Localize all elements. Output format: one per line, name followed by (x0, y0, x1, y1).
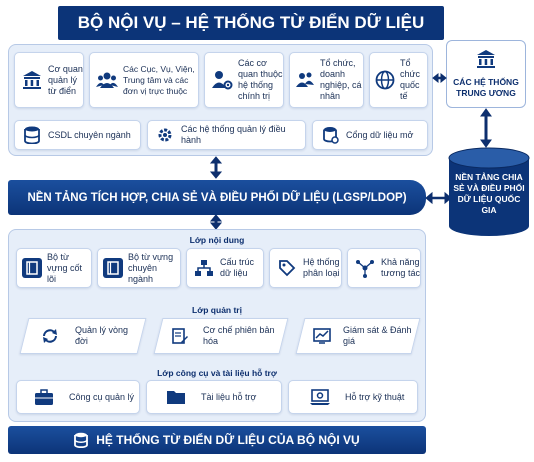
national-platform-label: NỀN TẢNG CHIA SẺ VÀ ĐIỀU PHỐI DỮ LIỆU QU… (453, 172, 525, 215)
database-icon (74, 432, 89, 448)
network-icon (354, 257, 376, 279)
people-icon (96, 69, 118, 91)
tools-item-documents: Tài liệu hỗ trợ (146, 380, 282, 414)
governance-layer-title: Lớp quản trị (192, 305, 242, 315)
content-item-interoperability: Khả năng tương tác (347, 248, 421, 288)
edit-document-icon (169, 325, 191, 347)
book-icon (22, 258, 42, 278)
card-international: Tổ chức quốc tế (369, 52, 428, 108)
card-label: Tài liệu hỗ trợ (201, 391, 257, 402)
tag-icon (276, 257, 298, 279)
gear-icon (154, 124, 176, 146)
card-label: Các hệ thống quản lý điều hành (181, 124, 286, 145)
card-specialized-db: CSDL chuyên ngành (14, 120, 141, 150)
card-label: Cơ quan quản lý từ điển (48, 63, 83, 96)
card-label: CSDL chuyên ngành (48, 129, 131, 140)
card-label: Hệ thống phân loại (303, 257, 340, 278)
card-label: Cơ chế phiên bản hóa (203, 325, 275, 346)
card-label: Cổng dữ liệu mở (346, 129, 414, 140)
briefcase-icon (33, 386, 55, 408)
footer-bar: HỆ THỐNG TỪ ĐIỂN DỮ LIỆU CỦA BỘ NỘI VỤ (8, 426, 426, 454)
user-gear-icon (211, 69, 233, 91)
governance-item-lifecycle: Quản lý vòng đời (19, 318, 147, 354)
card-departments: Các Cục, Vụ, Viện, Trung tâm và các đơn … (89, 52, 199, 108)
card-label: Tổ chức quốc tế (400, 58, 421, 101)
governance-item-versioning: Cơ chế phiên bản hóa (153, 318, 289, 354)
building-icon (21, 69, 43, 91)
card-label: Hỗ trợ kỹ thuật (345, 391, 405, 402)
card-dictionary-agency: Cơ quan quản lý từ điển (14, 52, 84, 108)
book-icon (103, 258, 123, 278)
card-label: Bộ từ vựng cốt lõi (47, 251, 83, 284)
tools-item-technical-support: Hỗ trợ kỹ thuật (288, 380, 418, 414)
laptop-gear-icon (309, 386, 331, 408)
card-label: Quản lý vòng đời (75, 325, 129, 346)
tools-layer-title: Lớp công cụ và tài liệu hỗ trợ (157, 368, 277, 378)
card-label: Bộ từ vựng chuyên ngành (128, 251, 174, 284)
card-open-data-portal: Cổng dữ liệu mở (312, 120, 428, 150)
card-organizations: Tổ chức, doanh nghiệp, cá nhân (289, 52, 364, 108)
content-item-specialized-vocab: Bộ từ vựng chuyên ngành (97, 248, 181, 288)
tools-item-management: Công cụ quản lý (16, 380, 140, 414)
national-platform-cylinder (448, 147, 530, 236)
card-label: Các Cục, Vụ, Viện, Trung tâm và các đơn … (123, 63, 195, 96)
integration-platform-bar: NỀN TẢNG TÍCH HỢP, CHIA SẺ VÀ ĐIỀU PHỐI … (8, 180, 426, 215)
central-systems-label: CÁC HỆ THỐNG TRUNG ƯƠNG (453, 77, 519, 98)
content-item-core-vocab: Bộ từ vựng cốt lõi (16, 248, 92, 288)
card-label: Khả năng tương tác (381, 257, 420, 278)
card-label: Cấu trúc dữ liệu (220, 257, 255, 278)
users-icon (294, 69, 316, 91)
structure-icon (193, 257, 215, 279)
card-label: Công cụ quản lý (69, 391, 135, 402)
content-item-classification: Hệ thống phân loại (269, 248, 342, 288)
governance-item-monitoring: Giám sát & Đánh giá (295, 318, 421, 354)
database-icon (21, 124, 43, 146)
page-title: BỘ NỘI VỤ – HỆ THỐNG TỪ ĐIỂN DỮ LIỆU (58, 6, 444, 40)
platform-bar-label: NỀN TẢNG TÍCH HỢP, CHIA SẺ VÀ ĐIỀU PHỐI … (27, 191, 407, 204)
open-data-icon (319, 124, 341, 146)
content-item-data-structure: Cấu trúc dữ liệu (186, 248, 264, 288)
folder-icon (165, 386, 187, 408)
building-icon (475, 49, 497, 74)
footer-label: HỆ THỐNG TỪ ĐIỂN DỮ LIỆU CỦA BỘ NỘI VỤ (96, 433, 360, 447)
card-label: Tổ chức, doanh nghiệp, cá nhân (320, 58, 362, 101)
card-label: Các cơ quan thuộc hệ thống chính trị (238, 58, 283, 101)
content-layer-title: Lớp nội dung (189, 235, 245, 245)
cycle-icon (39, 325, 61, 347)
card-management-systems: Các hệ thống quản lý điều hành (147, 120, 306, 150)
globe-icon (374, 69, 396, 91)
central-systems-box: CÁC HỆ THỐNG TRUNG ƯƠNG (446, 40, 526, 108)
chart-icon (311, 325, 333, 347)
card-label: Giám sát & Đánh giá (343, 325, 412, 346)
card-political-system: Các cơ quan thuộc hệ thống chính trị (204, 52, 284, 108)
